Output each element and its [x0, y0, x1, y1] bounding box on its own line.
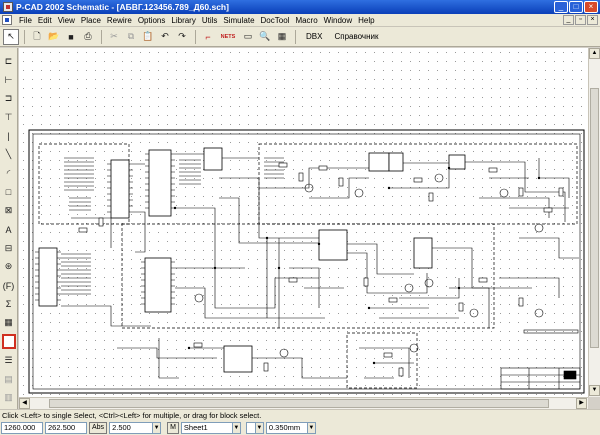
status-message: Click <Left> to single Select, <Ctrl><Le… — [0, 409, 600, 420]
scroll-right-icon[interactable]: ▶ — [576, 398, 587, 409]
place-attribute-icon[interactable]: ⊛ — [4, 261, 13, 272]
menu-edit[interactable]: Edit — [37, 15, 52, 25]
dbx-button[interactable]: DBX — [306, 32, 323, 41]
x-coordinate-field[interactable]: 1260.000 — [1, 421, 43, 434]
menu-help[interactable]: Help — [358, 15, 375, 25]
title-block — [500, 367, 581, 390]
undo-icon[interactable]: ↶ — [161, 31, 169, 41]
list-icon[interactable]: ☰ — [4, 354, 13, 365]
status-bar: 1260.000 262.500 Abs 2.500 ▼ M Sheet1 ▼ … — [0, 420, 600, 435]
wire-rewire-icon[interactable]: ⌐ — [205, 31, 211, 42]
place-arc-icon[interactable]: ◜ — [6, 167, 11, 178]
menu-library[interactable]: Library — [171, 15, 196, 25]
menu-place[interactable]: Place — [80, 15, 101, 25]
place-sum-icon[interactable]: Σ — [5, 299, 12, 310]
reference-button[interactable]: Справочник — [334, 32, 379, 41]
place-part-icon[interactable]: ⊏ — [4, 55, 13, 66]
menu-macro[interactable]: Macro — [295, 15, 318, 25]
doc-restore-button[interactable]: ▫ — [575, 15, 586, 25]
new-file-icon[interactable]: 🗋 — [33, 30, 41, 41]
app-icon — [3, 2, 13, 12]
table-icon[interactable]: ▦ — [4, 317, 13, 328]
place-pin-icon[interactable]: ⊢ — [4, 74, 13, 85]
placement-toolbar: ⊏ ⊢ ⊐ ⊤ | ╲ ◜ □ ⊠ A ⊟ ⊛ (F) Σ ▦ ☰ ▤ ▥ — [0, 48, 18, 409]
minimize-button[interactable]: _ — [554, 1, 568, 13]
place-text-icon[interactable]: A — [5, 224, 12, 235]
vertical-scrollbar[interactable]: ▲ ▼ — [588, 48, 600, 397]
save-disk-icon[interactable]: ■ — [68, 31, 74, 42]
menu-simulate[interactable]: Simulate — [223, 15, 255, 25]
absolute-grid-button[interactable]: Abs — [89, 421, 108, 434]
print-icon[interactable]: ⎙ — [84, 31, 92, 41]
scroll-up-icon[interactable]: ▲ — [589, 48, 600, 59]
menu-rewire[interactable]: Rewire — [106, 15, 132, 25]
place-field-icon[interactable]: (F) — [2, 280, 15, 291]
toolbar-separator — [195, 29, 196, 44]
main-toolbar: ↖ 🗋 📂 ■ ⎙ ✂ ⧉ 📋 ↶ ↷ ⌐ NETS ▭ 🔍 ▦ DBX Спр… — [0, 27, 600, 47]
toolbar-separator — [101, 29, 102, 44]
menu-utils[interactable]: Utils — [201, 15, 218, 25]
menu-bar: File Edit View Place Rewire Options Libr… — [0, 14, 600, 27]
place-rectangle-icon[interactable]: □ — [5, 187, 12, 198]
nets-icon[interactable]: NETS — [220, 33, 236, 40]
sheet-select[interactable]: Sheet1 — [180, 421, 233, 434]
title-bar: P-CAD 2002 Schematic - [АБВГ.123456.789_… — [0, 0, 600, 14]
toolbar-separator — [295, 29, 296, 44]
close-button[interactable]: × — [584, 1, 598, 13]
menu-doctool[interactable]: DocTool — [260, 15, 290, 25]
mode-m-button[interactable]: M — [167, 421, 179, 434]
place-wire-icon[interactable]: | — [7, 131, 10, 142]
place-bus-icon[interactable]: ⊤ — [4, 111, 13, 122]
menu-view[interactable]: View — [57, 15, 75, 25]
ieee-symbol-icon[interactable] — [1, 334, 16, 350]
toolbar-separator — [24, 29, 25, 44]
place-line-icon[interactable]: ╲ — [5, 149, 12, 160]
menu-file[interactable]: File — [19, 15, 32, 25]
horizontal-scroll-thumb[interactable] — [49, 399, 549, 408]
scroll-left-icon[interactable]: ◀ — [19, 398, 30, 409]
place-port-icon[interactable]: ⊐ — [4, 93, 13, 104]
disabled-tool-icon: ▤ — [4, 373, 13, 384]
scroll-down-icon[interactable]: ▼ — [589, 385, 600, 396]
redo-icon[interactable]: ↷ — [178, 31, 186, 41]
vertical-scroll-thumb[interactable] — [590, 88, 599, 348]
doc-minimize-button[interactable]: _ — [563, 15, 574, 25]
copy-icon[interactable]: ⧉ — [127, 31, 135, 41]
open-folder-icon[interactable]: 📂 — [48, 31, 60, 41]
doc-close-button[interactable]: × — [587, 15, 598, 25]
component-icon[interactable]: ▭ — [243, 31, 253, 41]
schematic-canvas[interactable] — [19, 48, 588, 397]
disabled-tool-icon: ▥ — [4, 392, 13, 403]
zoom-icon[interactable]: 🔍 — [259, 31, 271, 41]
horizontal-scrollbar[interactable]: ◀ ▶ — [19, 397, 588, 409]
properties-icon[interactable]: ▦ — [277, 31, 287, 41]
select-arrow-icon[interactable]: ↖ — [3, 28, 19, 45]
grid-dropdown-icon[interactable]: ▼ — [152, 421, 162, 434]
line-width-dropdown-icon[interactable]: ▼ — [306, 421, 316, 434]
ic-chips — [38, 147, 466, 373]
grid-size-select[interactable]: 2.500 — [109, 421, 154, 434]
y-coordinate-field[interactable]: 262.500 — [45, 421, 87, 434]
schematic-drawing — [28, 129, 585, 394]
paste-icon[interactable]: 📋 — [142, 31, 154, 41]
place-junction-icon[interactable]: ⊠ — [4, 205, 13, 216]
line-width-select[interactable]: 0.350mm — [265, 421, 308, 434]
place-symbol-icon[interactable]: ⊟ — [4, 242, 13, 253]
menu-window[interactable]: Window — [323, 15, 353, 25]
menu-options[interactable]: Options — [137, 15, 166, 25]
maximize-button[interactable]: □ — [569, 1, 583, 13]
line-style-dropdown-icon[interactable]: ▼ — [254, 421, 264, 434]
cut-icon[interactable]: ✂ — [110, 31, 118, 41]
document-icon[interactable] — [2, 15, 12, 25]
sheet-dropdown-icon[interactable]: ▼ — [231, 421, 241, 434]
window-title: P-CAD 2002 Schematic - [АБВГ.123456.789_… — [16, 2, 229, 12]
